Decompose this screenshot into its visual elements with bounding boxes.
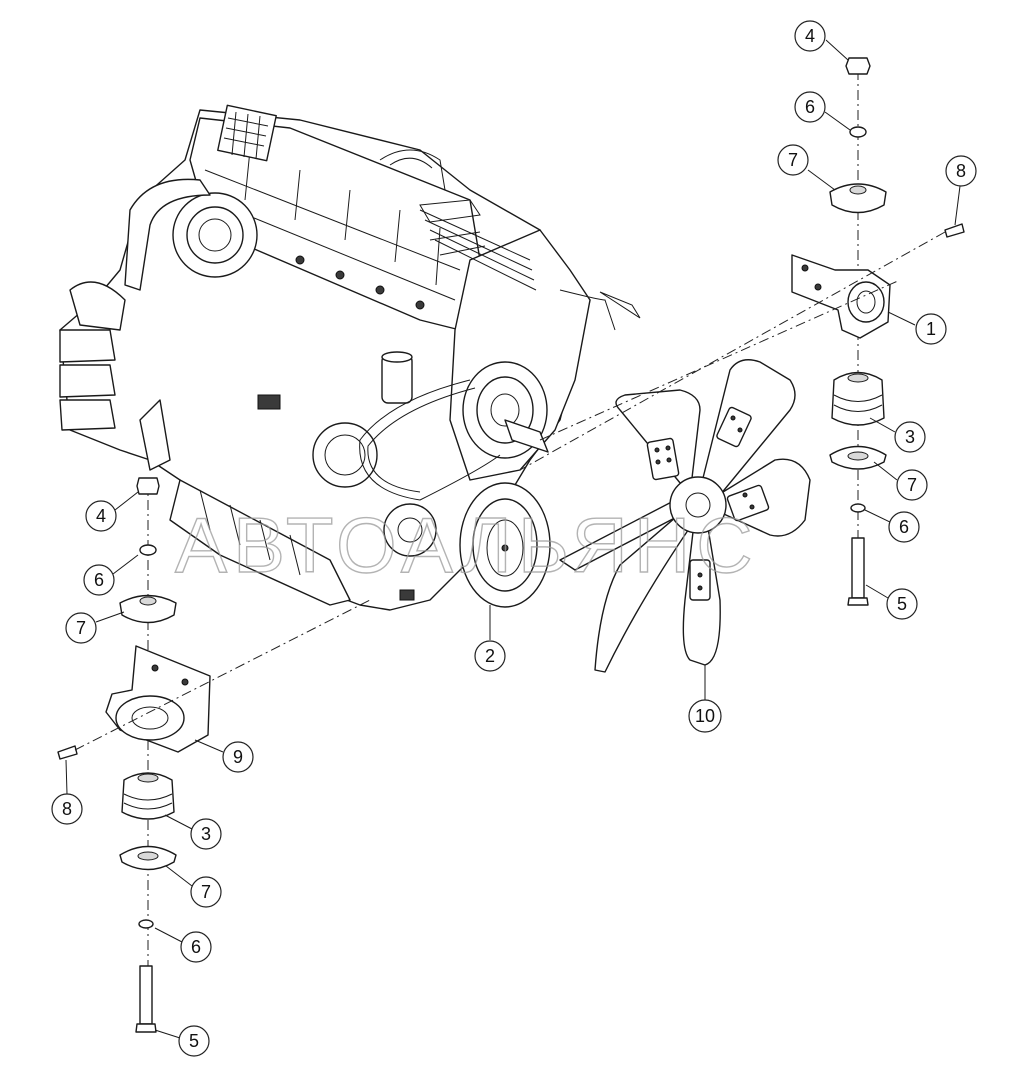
- callout-circle: [180, 931, 212, 963]
- callout-circle: [222, 741, 254, 773]
- callout-10: 10: [695, 706, 715, 726]
- callout-4-right: 4: [805, 26, 815, 46]
- callout-7-left-top: 7: [76, 618, 86, 638]
- callout-2: 2: [485, 646, 495, 666]
- callout-circle: [190, 818, 222, 850]
- callout-circle: [777, 144, 809, 176]
- callout-circle: [894, 421, 926, 453]
- callout-6-right-top: 6: [805, 97, 815, 117]
- callout-circle: [65, 612, 97, 644]
- callout-6-left-top: 6: [94, 570, 104, 590]
- left-mount-stack: [57, 477, 371, 1033]
- callout-circle: [794, 20, 826, 52]
- callout-labels: 4 6 7 8 1 3 7 6 5 2 10 4: [51, 20, 977, 1057]
- callout-1: 1: [926, 319, 936, 339]
- callout-circle: [474, 640, 506, 672]
- callout-circle: [945, 155, 977, 187]
- callout-3-left: 3: [201, 824, 211, 844]
- callout-circle: [888, 511, 920, 543]
- callout-7-right-top: 7: [788, 150, 798, 170]
- callout-circle: [794, 91, 826, 123]
- callout-3-right: 3: [905, 427, 915, 447]
- callout-6-left-bottom: 6: [191, 937, 201, 957]
- callout-circle: [85, 500, 117, 532]
- callout-5-left: 5: [189, 1031, 199, 1051]
- callout-8-right: 8: [956, 161, 966, 181]
- fan-axis-leader: [539, 279, 901, 441]
- callout-circle: [83, 564, 115, 596]
- callout-circle: [915, 313, 947, 345]
- callout-circle: [688, 699, 722, 733]
- callout-4-left: 4: [96, 506, 106, 526]
- callout-circle: [178, 1025, 210, 1057]
- callout-8-left: 8: [62, 799, 72, 819]
- callout-5-right: 5: [897, 594, 907, 614]
- watermark-text: АВТОАЛЬЯНС: [175, 501, 759, 589]
- callout-circle: [190, 876, 222, 908]
- right-mount-stack: [519, 57, 965, 606]
- callout-7-right-bottom: 7: [907, 475, 917, 495]
- callout-7-left-bottom: 7: [201, 882, 211, 902]
- callout-circle: [886, 588, 918, 620]
- callout-circle: [51, 793, 83, 825]
- cooling-fan: [559, 359, 811, 673]
- callout-6-right-bottom: 6: [899, 517, 909, 537]
- callout-circle: [896, 469, 928, 501]
- callout-9: 9: [233, 747, 243, 767]
- engine-assembly: [59, 104, 641, 611]
